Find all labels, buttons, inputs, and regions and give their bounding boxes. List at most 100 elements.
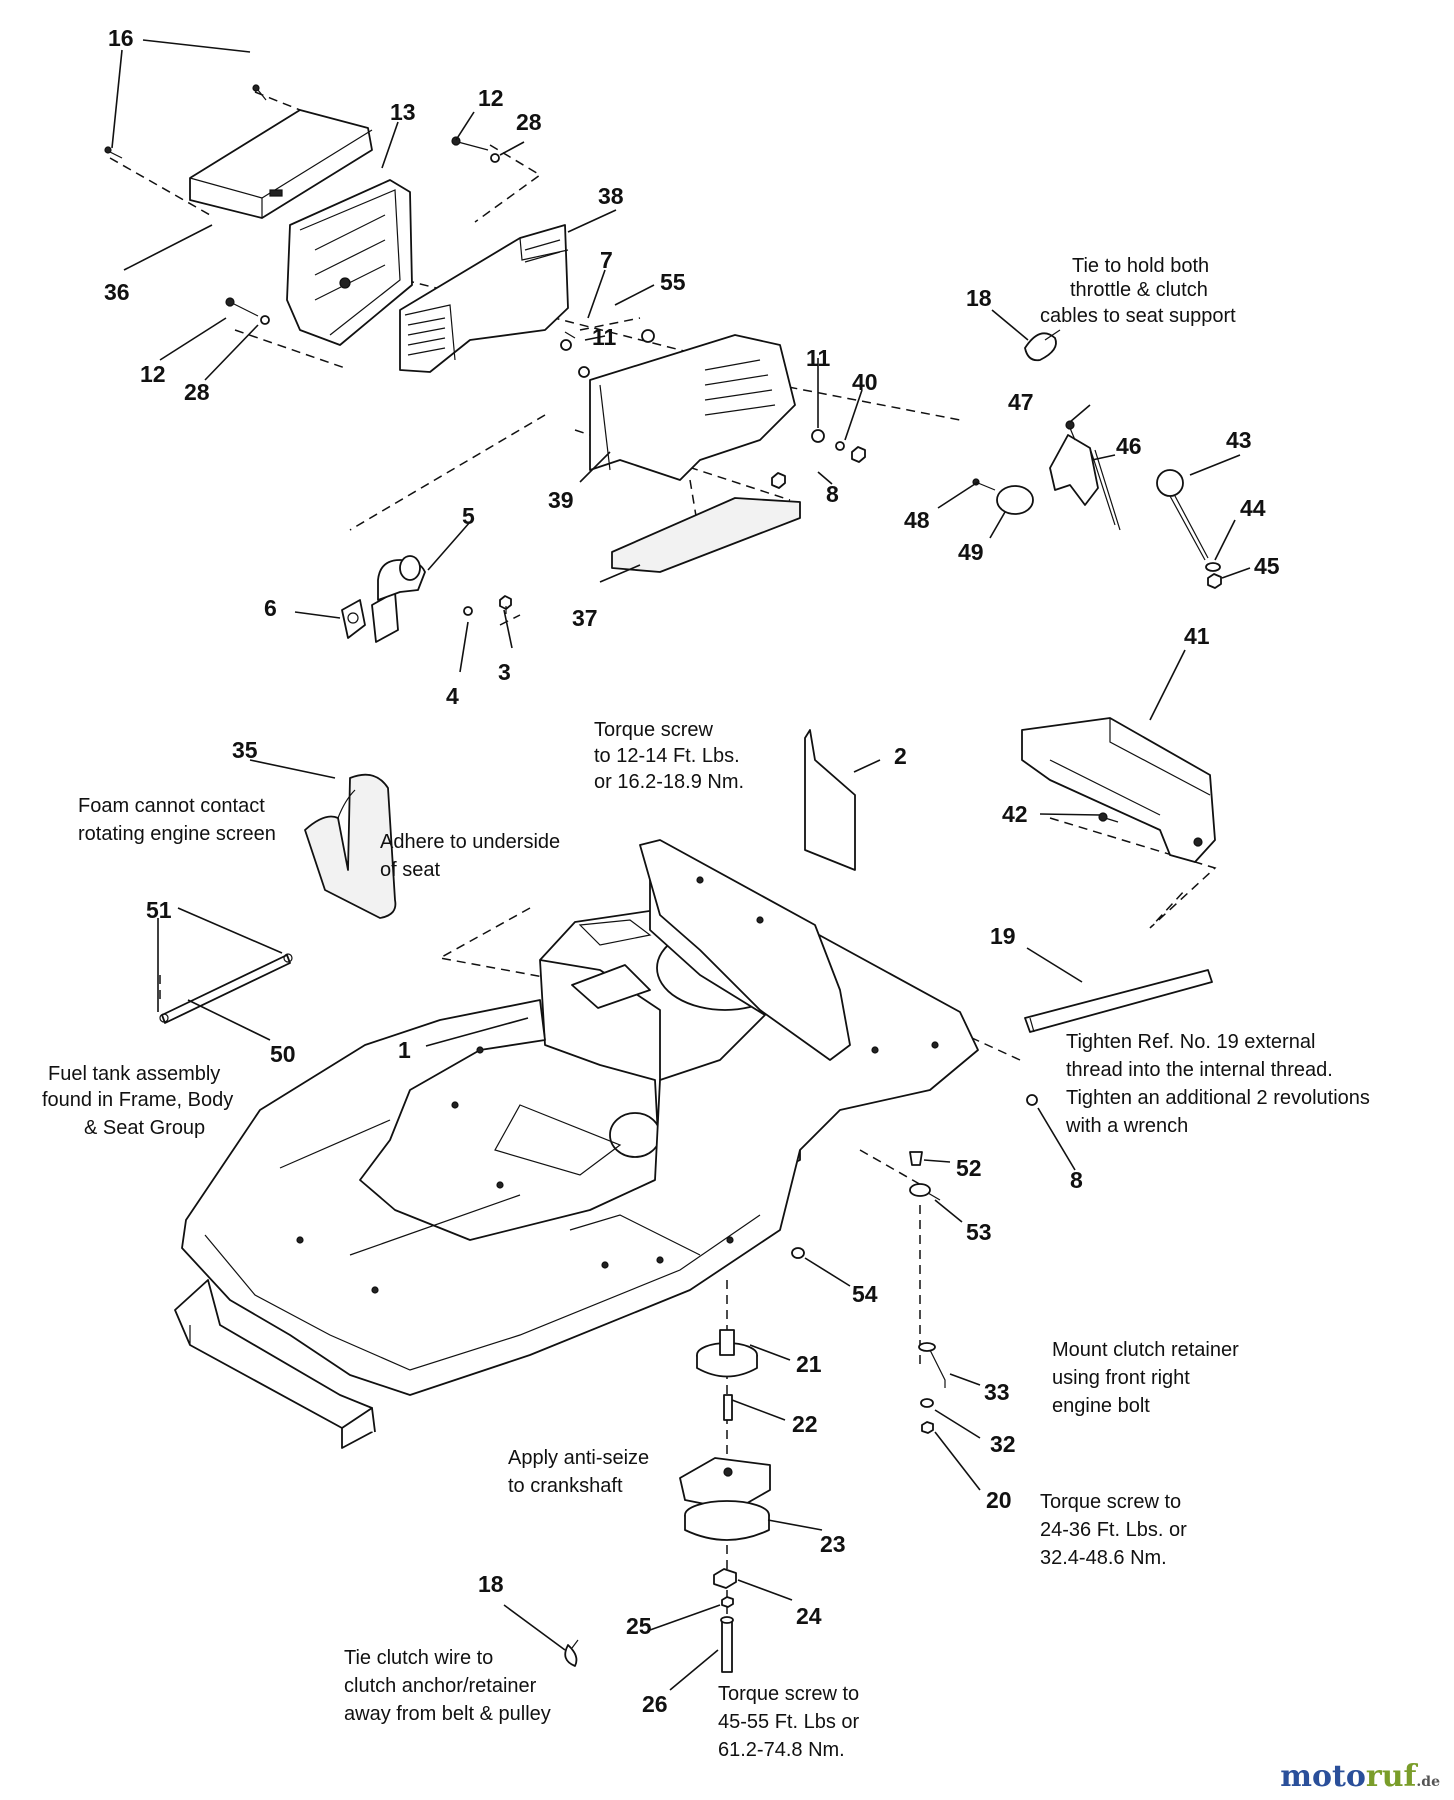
callout-11-right: 11 [806,345,831,371]
note-foam: Foam cannot contact rotating engine scre… [78,795,276,845]
callout-52: 52 [956,1155,982,1181]
seat-support-bracket-41 [1021,717,1216,863]
callout-1: 1 [398,1037,411,1063]
engine-plate-bracket [639,839,851,1061]
callout-21: 21 [796,1351,822,1377]
callout-48: 48 [904,507,930,533]
callout-28-left: 28 [184,379,210,405]
callout-46: 46 [1116,433,1142,459]
svg-text:clutch anchor/retainer: clutch anchor/retainer [344,1675,537,1697]
muffler-heat-shield-36 [189,109,373,219]
callout-26: 26 [642,1691,668,1717]
clutch-stack [679,1329,771,1673]
svg-text:45-55 Ft. Lbs or: 45-55 Ft. Lbs or [718,1711,860,1733]
svg-text:throttle & clutch: throttle & clutch [1070,279,1208,301]
note-anti-seize: Apply anti-seize to crankshaft [508,1447,649,1497]
callout-33: 33 [984,1379,1010,1405]
callout-53: 53 [966,1219,992,1245]
svg-text:24-36 Ft. Lbs. or: 24-36 Ft. Lbs. or [1040,1519,1187,1541]
svg-text:Torque screw: Torque screw [594,719,713,741]
svg-text:32.4-48.6 Nm.: 32.4-48.6 Nm. [1040,1547,1167,1569]
svg-text:away from belt & pulley: away from belt & pulley [344,1703,551,1725]
watermark-part2: ruf [1365,1759,1417,1794]
muffler-13 [286,179,413,346]
callout-24: 24 [796,1603,822,1629]
callout-39: 39 [548,487,574,513]
foam-pad-37 [611,497,801,573]
callout-45: 45 [1254,553,1280,579]
watermark-part1: moto [1280,1759,1366,1794]
callout-35: 35 [232,737,258,763]
svg-text:to 12-14 Ft. Lbs.: to 12-14 Ft. Lbs. [594,745,740,767]
svg-text:of seat: of seat [380,859,440,881]
exhaust-elbow-group [341,555,512,643]
muffler-guard-38 [399,224,569,373]
callout-41: 41 [1184,623,1210,649]
right-side-hardware [564,1094,1038,1667]
callout-37: 37 [572,605,598,631]
svg-text:Fuel tank assembly: Fuel tank assembly [48,1063,220,1085]
svg-text:Tighten an additional 2 revolu: Tighten an additional 2 revolutions [1066,1087,1370,1109]
callout-55: 55 [660,269,686,295]
watermark-suffix: .de [1416,1774,1440,1790]
svg-text:Adhere to underside: Adhere to underside [380,831,560,853]
note-torque-12-14: Torque screw to 12-14 Ft. Lbs. or 16.2-1… [594,719,744,793]
svg-text:using front right: using front right [1052,1367,1190,1389]
callout-2: 2 [894,743,907,769]
callout-20: 20 [986,1487,1012,1513]
callout-13: 13 [390,99,416,125]
note-mount-clutch: Mount clutch retainer using front right … [1052,1339,1239,1417]
leader-lines [111,39,1251,1691]
hardware-small-parts [104,84,866,489]
callout-49: 49 [958,539,984,565]
note-tie-clutch-wire: Tie clutch wire to clutch anchor/retaine… [344,1647,551,1725]
callout-6: 6 [264,595,277,621]
callout-16: 16 [108,25,134,51]
fuel-line-19 [1024,969,1213,1033]
svg-text:or 16.2-18.9 Nm.: or 16.2-18.9 Nm. [594,771,744,793]
callout-51: 51 [146,897,172,923]
svg-text:thread into the internal threa: thread into the internal thread. [1066,1059,1333,1081]
callout-36: 36 [104,279,130,305]
svg-text:Foam cannot contact: Foam cannot contact [78,795,265,817]
engine-cover-39 [589,334,796,481]
callout-4: 4 [446,683,459,709]
callout-23: 23 [820,1531,846,1557]
callout-22: 22 [792,1411,818,1437]
watermark-logo: motoruf.de [1280,1759,1440,1794]
callout-25: 25 [626,1613,652,1639]
callout-43: 43 [1226,427,1252,453]
callout-47: 47 [1008,389,1034,415]
svg-text:to crankshaft: to crankshaft [508,1475,623,1497]
callout-42: 42 [1002,801,1028,827]
note-torque-24-36: Torque screw to 24-36 Ft. Lbs. or 32.4-4… [1040,1491,1187,1569]
callout-5: 5 [462,503,475,529]
note-torque-45-55: Torque screw to 45-55 Ft. Lbs or 61.2-74… [718,1683,860,1761]
baffle-plate-2 [804,729,856,871]
callout-40: 40 [852,369,878,395]
note-tighten-19: Tighten Ref. No. 19 external thread into… [1065,1031,1370,1137]
note-fuel-tank: Fuel tank assembly found in Frame, Body … [42,1063,233,1139]
callout-50: 50 [270,1041,296,1067]
svg-text:Tighten Ref. No. 19 external: Tighten Ref. No. 19 external [1066,1031,1315,1053]
svg-text:& Seat Group: & Seat Group [84,1117,205,1139]
callout-18-bottom: 18 [478,1571,504,1597]
svg-text:with a wrench: with a wrench [1065,1115,1188,1137]
callout-3: 3 [498,659,511,685]
callout-11-mid: 11 [592,324,617,350]
svg-text:Tie clutch wire to: Tie clutch wire to [344,1647,493,1669]
callout-8-top: 8 [826,481,839,507]
svg-text:Mount clutch retainer: Mount clutch retainer [1052,1339,1239,1361]
callout-19: 19 [990,923,1016,949]
svg-text:cables to seat support: cables to seat support [1040,305,1236,327]
svg-text:rotating engine screen: rotating engine screen [78,823,276,845]
callout-8-right: 8 [1070,1167,1083,1193]
svg-text:found in Frame, Body: found in Frame, Body [42,1089,233,1111]
foam-strip-35 [304,773,397,919]
callout-numbers: 16 13 12 28 38 7 55 11 36 12 28 11 40 39… [104,25,1280,1717]
callout-18-top: 18 [966,285,992,311]
callout-44: 44 [1240,495,1266,521]
callout-12-top: 12 [478,85,504,111]
